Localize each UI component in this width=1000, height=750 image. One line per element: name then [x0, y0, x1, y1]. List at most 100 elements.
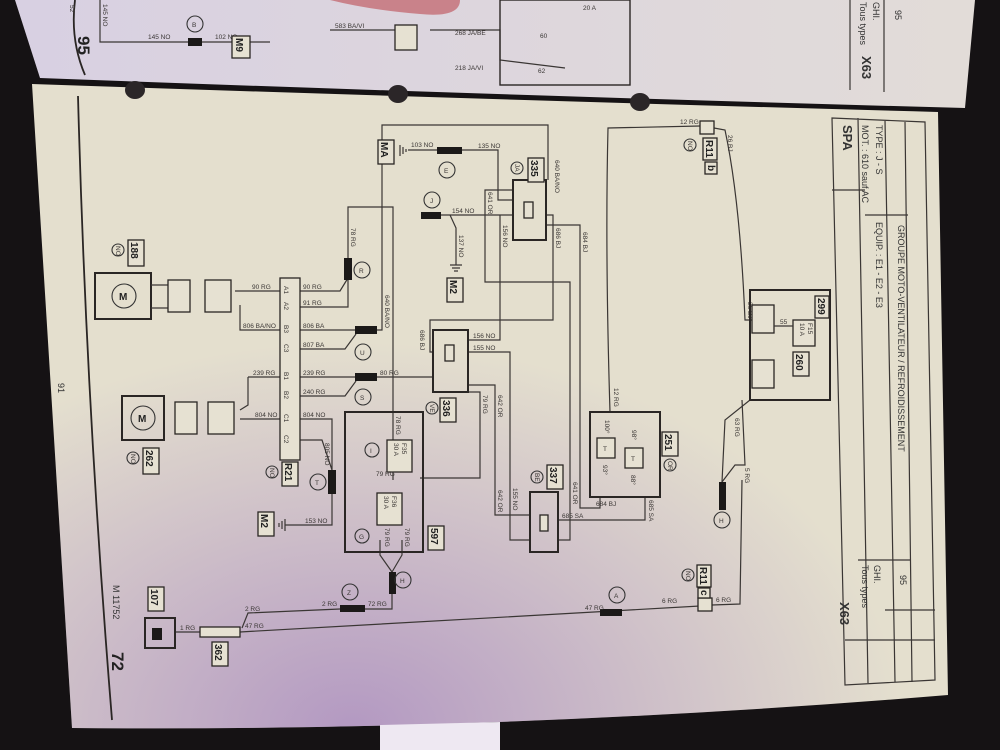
pin-label: A1 [282, 286, 289, 294]
component-label-box [696, 564, 712, 588]
wire-label: 26 BJ [726, 135, 733, 152]
thermo-temp: 88° [629, 475, 637, 485]
prev-relay-box [499, 0, 631, 86]
connector-circle-u [354, 343, 372, 361]
wires [175, 124, 752, 633]
color-code-circle [265, 465, 279, 479]
component-label-box [211, 641, 229, 667]
connector-block [188, 38, 202, 46]
wire-label: 154 NO [452, 208, 474, 215]
component-336: 336 [440, 400, 451, 417]
wire [721, 399, 751, 483]
component-label-box [281, 461, 299, 487]
plug-connector [207, 401, 235, 435]
component-299: 299 [815, 298, 826, 315]
ground-m2: M2 [258, 514, 269, 528]
pin-label: C2 [282, 435, 289, 444]
connector-circle-t [309, 473, 327, 491]
wire-label: 583 BA/VI [335, 23, 364, 30]
connector-r [344, 258, 352, 280]
thermo-temp: 93° [601, 465, 609, 475]
wire-label: 640 BA/NO [553, 160, 560, 193]
wire-label: 6 RG [662, 598, 677, 605]
wire-label: 55 [780, 319, 788, 326]
component-label-box [702, 137, 718, 161]
tous-types: Tous types [860, 565, 870, 609]
fuse-f36 [376, 492, 403, 526]
prev-page-ref: 52 [68, 5, 75, 13]
relay-box-299 [749, 289, 831, 401]
component-label-box [792, 351, 810, 377]
connector-e [437, 147, 462, 154]
motor-188 [94, 272, 152, 320]
wire-label: 90 RG [303, 284, 322, 291]
fuse-rating: 30 A [382, 496, 389, 510]
wire-label: 156 NO [501, 225, 508, 247]
pin-label: B2 [282, 391, 289, 399]
connector-label: H [400, 578, 405, 585]
title-block: GROUPE MOTO-VENTILATEUR / REFROIDISSEMEN… [831, 117, 936, 686]
wire-label: 78 RG [349, 228, 356, 247]
connector-r11-c [697, 597, 713, 612]
connector-u [355, 326, 377, 334]
color-code: BE [533, 473, 540, 482]
relay-terminal [751, 304, 775, 334]
previous-page [15, 0, 975, 108]
color-code: VE [428, 404, 435, 413]
wire-label: 72 RG [368, 601, 387, 608]
wire-label: 642 OR [496, 490, 503, 513]
wire-label: 5 RG [743, 468, 750, 483]
wire-label: 103 NO [411, 142, 433, 149]
component-label-box [697, 587, 711, 599]
wire-label: 239 RG [303, 370, 325, 377]
connector-r21 [279, 277, 301, 461]
relay-336 [432, 329, 469, 393]
component-262: 262 [143, 450, 154, 467]
connector-circle-h2 [713, 511, 731, 529]
connector-a [600, 609, 622, 616]
relay-337 [529, 491, 559, 553]
component-label-box [704, 161, 718, 175]
pin-label: B1 [282, 372, 289, 380]
connector-label: T [315, 480, 319, 487]
wire-label: 686 BJ [554, 228, 561, 248]
prev-page-border [72, 0, 86, 76]
connector-circle-z [341, 583, 359, 601]
component-362: 362 [212, 644, 223, 661]
connector-j [421, 212, 441, 219]
connector-circle-i [364, 442, 380, 458]
ground-m2: M2 [447, 280, 458, 294]
fuse-362 [199, 626, 241, 638]
component-label-box [127, 239, 145, 267]
connector-label: R [359, 268, 364, 275]
wire-label: 12 RG [680, 119, 699, 126]
fuse-f15 [792, 319, 816, 347]
thermo-temp: 98° [630, 430, 638, 440]
motor-symbol: M [138, 414, 146, 425]
fuse-label: F36 [390, 496, 397, 508]
ground-icon [399, 145, 407, 156]
wire-label: 806 BA [303, 323, 325, 330]
ground-icon [278, 519, 290, 531]
wire-label: 240 RG [303, 389, 325, 396]
connector-h [389, 572, 396, 594]
page-border [77, 95, 113, 721]
wire-label: 806 BA/NO [243, 323, 276, 330]
component-label-box [661, 431, 679, 457]
ground-box [377, 139, 395, 165]
wire-label: 60 [540, 33, 548, 40]
component-260: 260 [793, 354, 804, 371]
connector-z [340, 605, 365, 612]
connector-label: S [360, 395, 365, 402]
relay-coil-icon [523, 201, 534, 219]
ground-ma: MA [378, 142, 389, 158]
thermo-label: T [631, 456, 635, 463]
connector-label: U [360, 350, 365, 357]
motor-symbol: M [119, 292, 127, 303]
color-code-circle [683, 138, 697, 152]
motor-icon [111, 283, 137, 309]
component-107: 107 [148, 589, 159, 606]
connector-label: G [359, 534, 364, 541]
